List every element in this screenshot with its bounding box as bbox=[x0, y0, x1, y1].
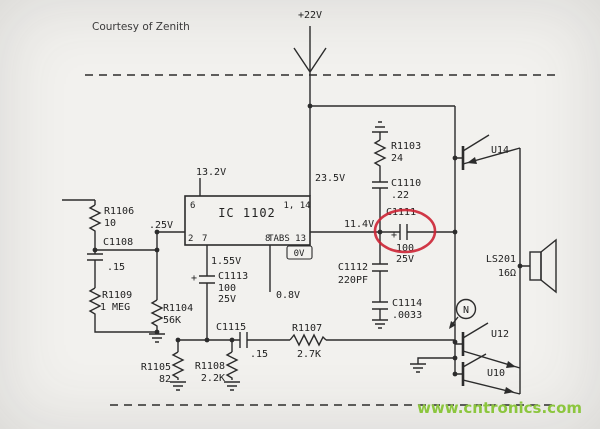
c1113-value2: 25V bbox=[218, 294, 236, 305]
c1113-ref: C1113 bbox=[218, 271, 248, 282]
c1111-ref: C1111 bbox=[386, 207, 416, 218]
voltage-pin8-lower: 0.8V bbox=[276, 290, 300, 301]
u10-emitter-arrow bbox=[504, 387, 514, 394]
voltage-output: 11.4V bbox=[344, 219, 374, 230]
u14-label: U14 bbox=[491, 145, 509, 156]
r1109-ref: R1109 bbox=[102, 290, 132, 301]
ground-icon bbox=[170, 381, 186, 391]
c1113-polarity: + bbox=[191, 273, 197, 284]
r1104-resistor-symbol bbox=[150, 299, 164, 330]
ic-pin-8: 8 bbox=[265, 234, 270, 244]
c1114-value: .0033 bbox=[392, 310, 422, 321]
r1104-value: 56K bbox=[163, 315, 181, 326]
r1106-ref: R1106 bbox=[104, 206, 134, 217]
r1108-resistor-symbol bbox=[225, 351, 239, 380]
c1108-capacitor-symbol bbox=[87, 253, 103, 261]
speaker-ref: LS201 bbox=[486, 254, 516, 265]
speaker-impedance: 16Ω bbox=[498, 268, 516, 279]
u12-emitter-arrow bbox=[506, 361, 516, 368]
c1114-ref: C1114 bbox=[392, 298, 422, 309]
r1103-value: 24 bbox=[391, 153, 403, 164]
c1111-value: 100 bbox=[396, 243, 414, 254]
wires bbox=[62, 26, 530, 395]
ic-pin-6: 6 bbox=[190, 201, 195, 211]
junction-dots bbox=[92, 103, 523, 377]
r1103-resistor-symbol bbox=[373, 139, 387, 168]
ic-pin-2: 2 bbox=[188, 234, 193, 244]
r1105-resistor-symbol bbox=[171, 351, 185, 380]
r1107-ref: R1107 bbox=[292, 323, 322, 334]
c1112-value: 220PF bbox=[338, 275, 368, 286]
voltage-0v-box bbox=[286, 245, 313, 260]
ic-body bbox=[184, 195, 311, 246]
ground-icon bbox=[410, 363, 426, 373]
u12-label: U12 bbox=[491, 329, 509, 340]
r1109-resistor-symbol bbox=[88, 287, 102, 316]
ground-icon bbox=[224, 381, 240, 391]
c1111-capacitor-symbol bbox=[399, 224, 408, 240]
voltage-ic-top-right: 23.5V bbox=[315, 173, 345, 184]
u14-emitter-arrow bbox=[467, 157, 477, 164]
watermark-text: www.cntronics.com bbox=[417, 399, 582, 417]
c1110-capacitor-symbol bbox=[372, 181, 388, 189]
ic-label: IC 1102 bbox=[218, 206, 276, 220]
c1110-value: .22 bbox=[391, 190, 409, 201]
c1114-capacitor-symbol bbox=[372, 301, 388, 310]
r1106-value: 10 bbox=[104, 218, 116, 229]
r1109-value: 1 MEG bbox=[100, 302, 130, 313]
red-highlight-circle bbox=[373, 208, 437, 254]
n-node-circle bbox=[455, 298, 477, 320]
n-node-label: N bbox=[463, 305, 469, 316]
voltage-pin7: 1.55V bbox=[211, 256, 241, 267]
ground-icon bbox=[149, 333, 165, 343]
ground-icon bbox=[372, 319, 388, 329]
ic-pin-7: 7 bbox=[202, 234, 207, 244]
c1112-capacitor-symbol bbox=[372, 263, 388, 272]
c1111-polarity: + bbox=[391, 230, 397, 241]
voltage-ic-top-left: 13.2V bbox=[196, 167, 226, 178]
speaker-icon bbox=[529, 238, 557, 294]
r1108-value: 2.2K bbox=[201, 373, 225, 384]
c1113-capacitor-symbol bbox=[199, 275, 215, 284]
r1106-resistor-symbol bbox=[88, 204, 102, 232]
r1103-ref: R1103 bbox=[391, 141, 421, 152]
c1108-ref: C1108 bbox=[103, 237, 133, 248]
r1107-resistor-symbol bbox=[289, 333, 327, 347]
ground-icon-up bbox=[372, 121, 388, 133]
c1113-value: 100 bbox=[218, 283, 236, 294]
supply-label: +22V bbox=[298, 10, 322, 21]
courtesy-text: Courtesy of Zenith bbox=[92, 21, 190, 33]
voltage-pin8-box: 0V bbox=[294, 249, 305, 259]
r1108-ref: R1108 bbox=[195, 361, 225, 372]
voltage-input: .25V bbox=[149, 220, 173, 231]
c1112-ref: C1112 bbox=[338, 262, 368, 273]
r1105-value: 82 bbox=[159, 374, 171, 385]
c1115-value: .15 bbox=[250, 349, 268, 360]
c1110-ref: C1110 bbox=[391, 178, 421, 189]
c1115-capacitor-symbol bbox=[239, 332, 248, 348]
n-node-arrow-head bbox=[449, 321, 456, 329]
u10-label: U10 bbox=[487, 368, 505, 379]
r1107-value: 2.7K bbox=[297, 349, 321, 360]
ic-pin-tabs-13: TABS 13 bbox=[268, 234, 306, 244]
r1104-ref: R1104 bbox=[163, 303, 193, 314]
c1108-value: .15 bbox=[107, 262, 125, 273]
r1105-ref: R1105 bbox=[141, 362, 171, 373]
ic-pin-1-14: 1, 14 bbox=[283, 201, 310, 211]
c1111-value2: 25V bbox=[396, 254, 414, 265]
c1115-ref: C1115 bbox=[216, 322, 246, 333]
